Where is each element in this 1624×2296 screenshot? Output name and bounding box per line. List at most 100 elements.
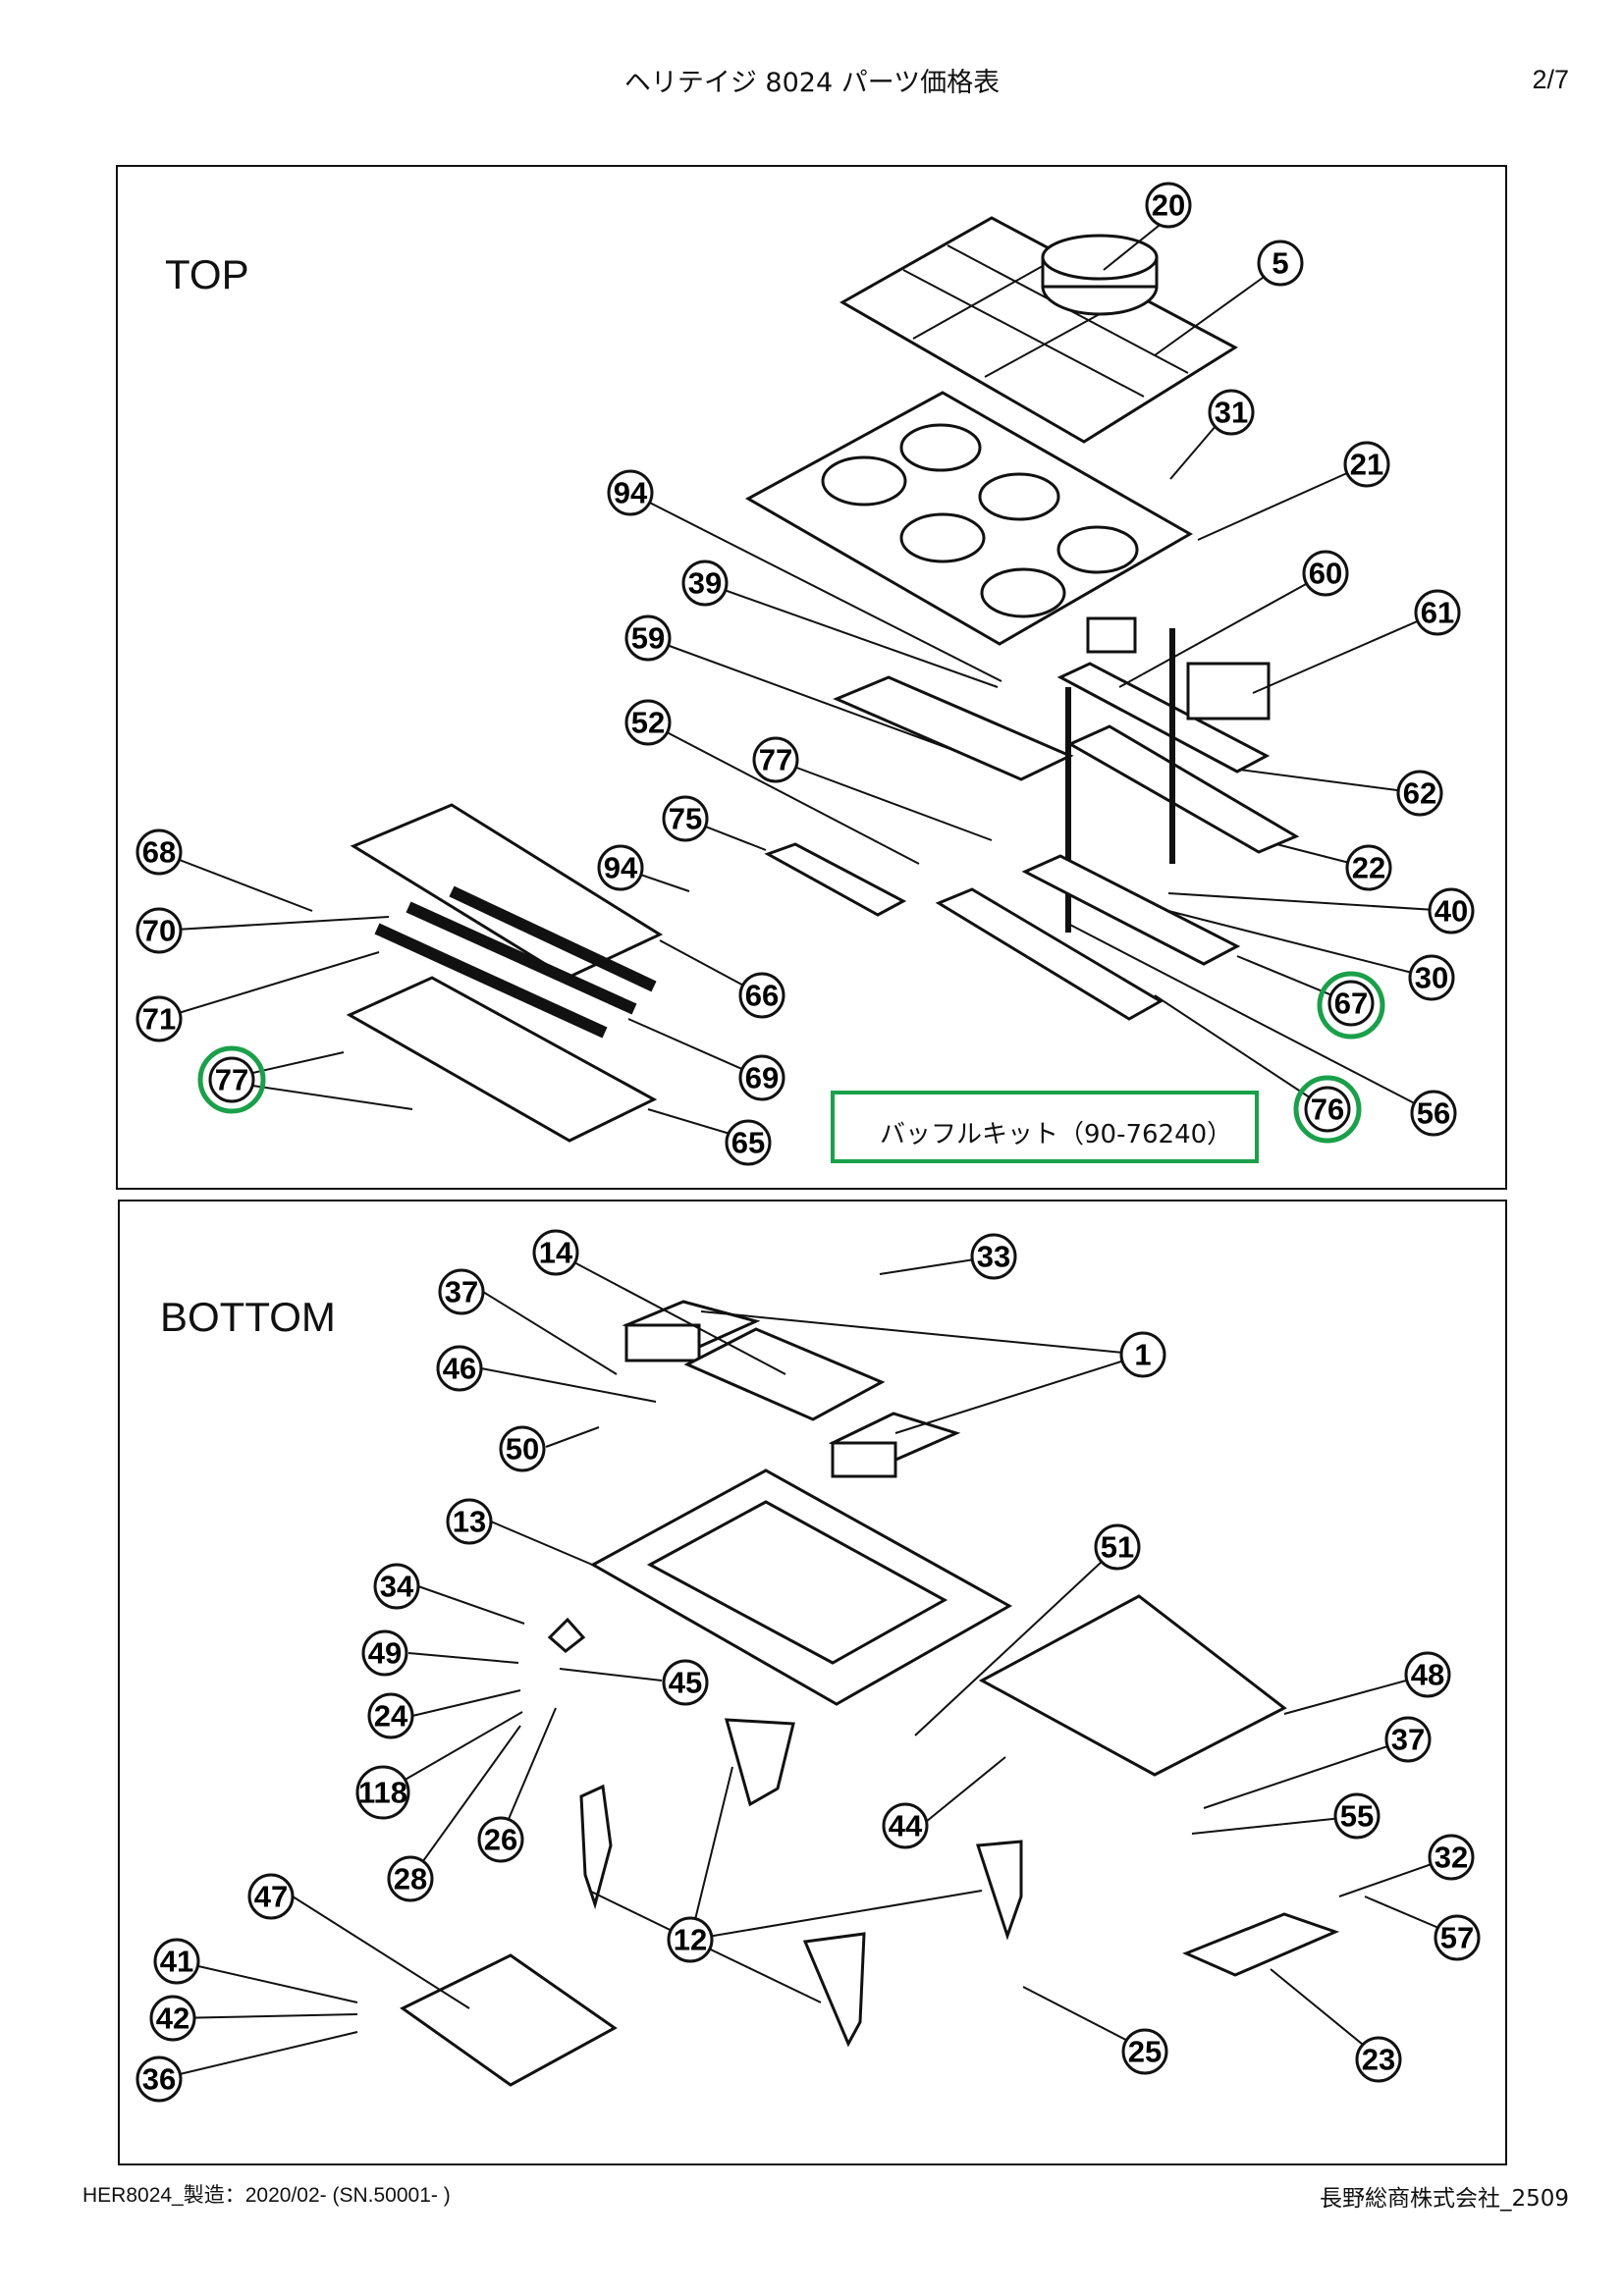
callout-45: 45 xyxy=(662,1659,709,1706)
callout-66: 66 xyxy=(738,972,785,1019)
svg-text:36: 36 xyxy=(142,2062,176,2097)
part-leg-3 xyxy=(975,1840,1023,1941)
callout-44: 44 xyxy=(882,1802,929,1849)
part-grate-frame xyxy=(350,803,664,980)
callout-37-a: 37 xyxy=(438,1268,485,1315)
callout-65: 65 xyxy=(725,1119,772,1166)
top-diagram-panel xyxy=(116,165,1507,1190)
svg-text:59: 59 xyxy=(631,621,665,656)
callout-41: 41 xyxy=(153,1938,200,1985)
svg-text:61: 61 xyxy=(1421,596,1454,630)
svg-text:21: 21 xyxy=(1350,448,1383,482)
callout-30: 30 xyxy=(1408,954,1455,1001)
callout-68: 68 xyxy=(135,828,183,876)
callout-5: 5 xyxy=(1257,240,1304,287)
svg-text:57: 57 xyxy=(1440,1921,1474,1955)
svg-text:60: 60 xyxy=(1309,557,1342,591)
top-section-label: TOP xyxy=(165,251,249,297)
svg-text:65: 65 xyxy=(731,1126,765,1160)
callout-33: 33 xyxy=(970,1233,1017,1280)
callout-34: 34 xyxy=(373,1563,420,1610)
bottom-section-label: BOTTOM xyxy=(160,1294,336,1340)
callout-50: 50 xyxy=(499,1425,546,1472)
callout-23: 23 xyxy=(1355,2036,1402,2083)
svg-text:12: 12 xyxy=(674,1923,707,1957)
callout-76: 76 xyxy=(1304,1086,1351,1133)
svg-text:75: 75 xyxy=(669,802,702,836)
svg-text:13: 13 xyxy=(453,1505,486,1539)
svg-text:49: 49 xyxy=(368,1636,402,1671)
callout-39: 39 xyxy=(681,560,729,607)
svg-text:68: 68 xyxy=(142,835,176,870)
callout-25: 25 xyxy=(1121,2028,1168,2075)
svg-text:33: 33 xyxy=(977,1240,1010,1274)
part-baffle-22 xyxy=(1066,724,1300,854)
part-bracket-34 xyxy=(547,1617,586,1653)
callout-94-a: 94 xyxy=(607,469,654,516)
svg-text:40: 40 xyxy=(1435,894,1468,929)
callout-32: 32 xyxy=(1428,1834,1475,1881)
svg-text:77: 77 xyxy=(215,1063,248,1097)
svg-text:56: 56 xyxy=(1417,1096,1450,1131)
svg-text:70: 70 xyxy=(142,914,176,948)
callout-70: 70 xyxy=(135,907,183,954)
svg-text:37: 37 xyxy=(1391,1723,1425,1757)
svg-text:94: 94 xyxy=(604,851,638,885)
svg-text:23: 23 xyxy=(1362,2043,1395,2077)
callout-1: 1 xyxy=(1119,1331,1166,1378)
callout-57: 57 xyxy=(1434,1914,1481,1961)
svg-text:14: 14 xyxy=(539,1236,573,1270)
part-baffle-62 xyxy=(1056,662,1271,774)
svg-text:71: 71 xyxy=(142,1002,176,1037)
part-cooktop-plate xyxy=(839,216,1238,444)
callout-36: 36 xyxy=(135,2056,183,2103)
svg-text:1: 1 xyxy=(1134,1338,1151,1372)
footer-model-info: HER8024_製造：2020/02- (SN.50001- ) xyxy=(82,2184,451,2207)
part-plate-30 xyxy=(1021,854,1241,966)
callout-59: 59 xyxy=(624,614,672,662)
callout-12: 12 xyxy=(667,1916,714,1963)
part-leg-2 xyxy=(724,1718,795,1807)
callout-55: 55 xyxy=(1333,1792,1380,1840)
svg-text:76: 76 xyxy=(1311,1093,1344,1127)
svg-text:31: 31 xyxy=(1215,396,1248,430)
callout-71: 71 xyxy=(135,995,183,1042)
highlight-ring-76 xyxy=(1293,1075,1362,1144)
page-number: 2/7 xyxy=(1532,65,1569,94)
part-baffle-upper xyxy=(833,675,1074,781)
callout-77-b: 77 xyxy=(208,1056,255,1103)
svg-text:67: 67 xyxy=(1334,987,1368,1021)
callout-56: 56 xyxy=(1410,1090,1457,1137)
callout-31: 31 xyxy=(1208,389,1255,436)
callout-28: 28 xyxy=(387,1855,434,1902)
callout-118: 118 xyxy=(355,1765,410,1820)
part-ash-pan-47 xyxy=(400,1953,618,2087)
svg-text:28: 28 xyxy=(394,1862,427,1896)
callout-47: 47 xyxy=(247,1873,295,1920)
callout-94-b: 94 xyxy=(597,844,644,891)
svg-text:45: 45 xyxy=(669,1666,702,1700)
svg-text:118: 118 xyxy=(358,1776,407,1810)
svg-text:62: 62 xyxy=(1403,776,1436,811)
callout-26: 26 xyxy=(477,1816,524,1863)
part-leg-1 xyxy=(579,1784,613,1910)
baffle-kit-label: バッフルキット（90-76240） xyxy=(880,1120,1233,1149)
callout-75: 75 xyxy=(662,795,709,842)
svg-text:52: 52 xyxy=(631,706,665,740)
svg-text:46: 46 xyxy=(443,1352,476,1386)
callout-62: 62 xyxy=(1396,770,1443,817)
part-plate-23 xyxy=(1182,1912,1340,1977)
svg-text:94: 94 xyxy=(614,476,648,510)
part-leg-4 xyxy=(802,1932,866,2048)
page-title: ヘリテイジ 8024 パーツ価格表 xyxy=(623,68,1001,98)
svg-text:41: 41 xyxy=(160,1945,193,1979)
callout-22: 22 xyxy=(1345,844,1392,891)
baffle-kit-note: バッフルキット（90-76240） xyxy=(831,1091,1259,1163)
svg-text:24: 24 xyxy=(374,1699,408,1734)
callout-77-a: 77 xyxy=(752,736,799,783)
svg-text:48: 48 xyxy=(1411,1658,1444,1692)
footer-company: 長野総商株式会社_2509 xyxy=(1319,2186,1569,2212)
highlight-ring-67 xyxy=(1317,971,1385,1040)
svg-text:22: 22 xyxy=(1352,851,1385,885)
callout-51: 51 xyxy=(1094,1523,1141,1571)
